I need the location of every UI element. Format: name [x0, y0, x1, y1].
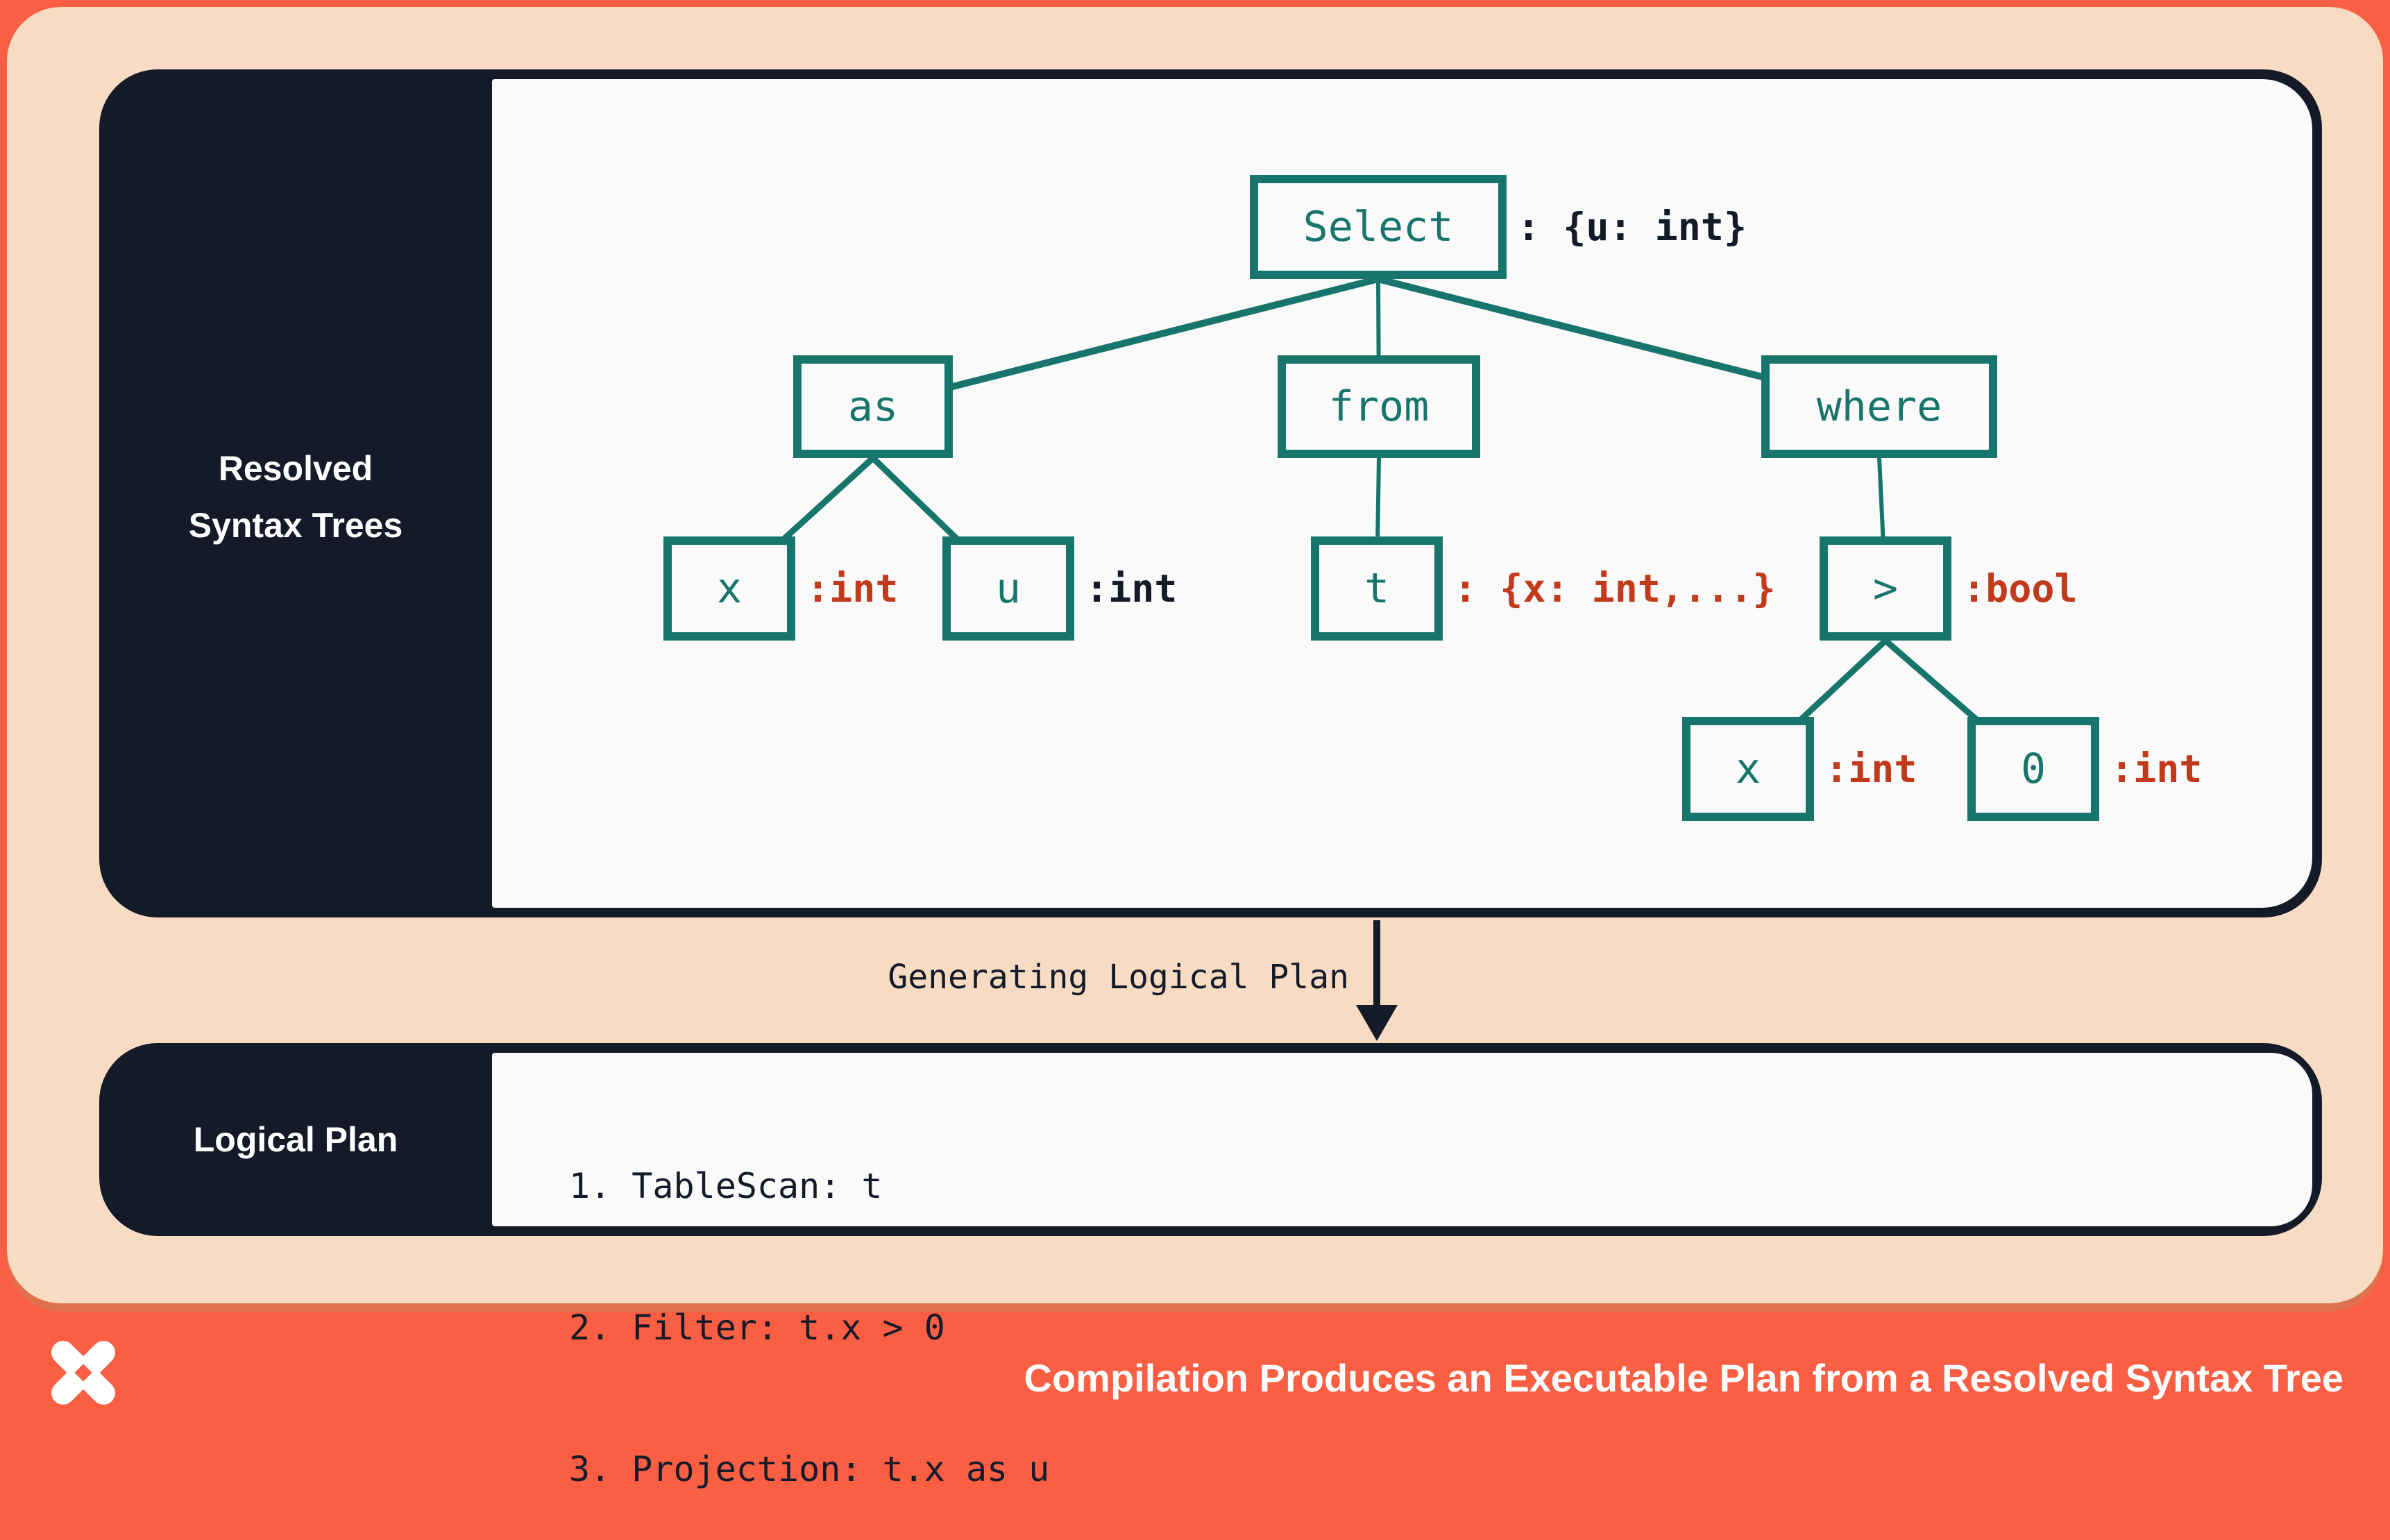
x-where-type-annotation: :int — [1825, 747, 1917, 791]
generating-arrow — [1356, 920, 1398, 1041]
dolt-logo-icon — [51, 1341, 115, 1405]
select-type-annotation: : {u: int} — [1517, 205, 1747, 249]
logical-plan-canvas — [492, 1053, 2312, 1226]
tree-node-t: t — [1311, 536, 1443, 641]
generating-logical-plan-label: Generating Logical Plan — [888, 958, 1349, 997]
logical-plan-step-3: 3. Projection: t.x as u — [569, 1449, 1050, 1489]
tree-node-from: from — [1278, 355, 1480, 458]
logical-plan-step-2: 2. Filter: t.x > 0 — [569, 1308, 945, 1348]
tree-edges — [727, 276, 2035, 1041]
logical-plan-panel — [99, 1043, 2322, 1236]
resolved-label-line2: Syntax Trees — [188, 506, 403, 545]
resolved-syntax-trees-label: Resolved Syntax Trees — [99, 440, 492, 554]
tree-node-greater-than: > — [1820, 536, 1951, 641]
x-as-type-annotation: :int — [806, 566, 899, 611]
tree-node-select: Select — [1250, 175, 1507, 279]
tree-node-zero: 0 — [1967, 717, 2099, 821]
tree-node-as: as — [793, 355, 953, 458]
tree-node-x-where: x — [1682, 717, 1814, 821]
tree-node-u: u — [942, 536, 1074, 641]
tree-node-x-as: x — [663, 536, 795, 641]
tree-node-where: where — [1761, 355, 1997, 458]
greater-than-type-annotation: :bool — [1963, 566, 2078, 611]
logical-plan-step-1: 1. TableScan: t — [569, 1166, 883, 1206]
logical-plan-label: Logical Plan — [193, 1120, 398, 1159]
resolved-label-line1: Resolved — [218, 449, 373, 488]
zero-type-annotation: :int — [2110, 747, 2203, 791]
footer-title: Compilation Produces an Executable Plan … — [1024, 1356, 2344, 1400]
u-type-annotation: :int — [1085, 566, 1178, 611]
t-type-annotation: : {x: int,...} — [1454, 566, 1776, 611]
